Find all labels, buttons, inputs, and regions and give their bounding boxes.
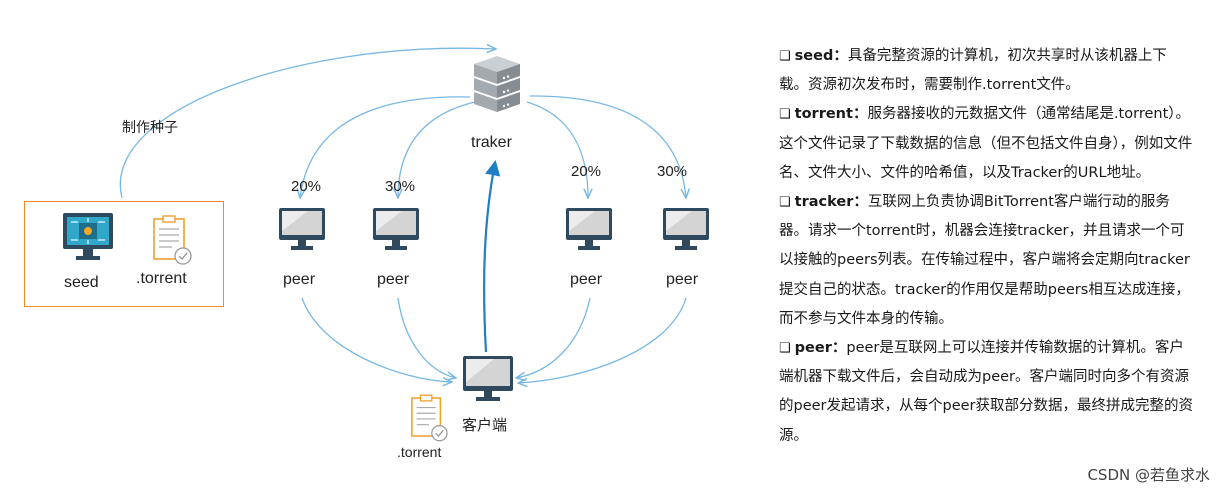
desc-term: seed <box>794 48 834 64</box>
peer-4-percent: 30% <box>657 163 688 180</box>
arrow-peer3-to-client <box>516 297 591 378</box>
peer-1-percent: 20% <box>291 178 322 195</box>
desc-term: tracker <box>794 194 854 211</box>
torrent-label-client: .torrent <box>397 444 442 460</box>
client-label: 客户端 <box>462 416 508 434</box>
arrow-tracker-to-peer4 <box>529 95 686 198</box>
peer-3-percent: 20% <box>571 163 602 180</box>
peer-1-label: peer <box>283 271 316 288</box>
document-check-icon <box>411 394 448 442</box>
peer-3-label: peer <box>570 271 603 288</box>
desc-item-seed: ❑seed：具备完整资源的计算机，初次共享时从该机器上下载。资源初次发布时，需要… <box>779 42 1194 100</box>
circuit-monitor-icon <box>63 213 113 260</box>
square-bullet-icon: ❑ <box>779 107 791 123</box>
watermark: CSDN @若鱼求水 <box>1087 466 1210 484</box>
desc-text: 具备完整资源的计算机，初次共享时从该机器上下载。资源初次发布时，需要制作.tor… <box>779 48 1167 94</box>
peer-2-label: peer <box>377 271 410 288</box>
make-seed-label: 制作种子 <box>122 120 178 136</box>
monitor-icon <box>463 356 513 401</box>
arrow-seed-to-tracker <box>119 48 496 199</box>
desc-item-tracker: ❑tracker：互联网上负责协调BitTorrent客户端行动的服务器。请求一… <box>779 188 1194 334</box>
seed-box <box>24 201 224 307</box>
torrent-label-seed: .torrent <box>136 270 187 287</box>
peer-2-percent: 30% <box>385 178 416 195</box>
desc-text: 互联网上负责协调BitTorrent客户端行动的服务器。请求一个torrent时… <box>779 194 1190 327</box>
monitor-icon <box>566 208 612 250</box>
arrow-peer1-to-client <box>301 297 452 382</box>
arrow-peer4-to-client <box>518 297 687 383</box>
desc-term: torrent <box>794 106 853 123</box>
desc-colon: ： <box>833 48 848 64</box>
desc-colon: ： <box>831 340 847 357</box>
seed-label: seed <box>64 274 99 291</box>
square-bullet-icon: ❑ <box>779 49 791 64</box>
tracker-label: traker <box>471 134 512 151</box>
description-list: ❑seed：具备完整资源的计算机，初次共享时从该机器上下载。资源初次发布时，需要… <box>779 42 1194 451</box>
desc-colon: ： <box>853 194 868 211</box>
document-check-icon <box>153 215 192 265</box>
monitor-icon <box>373 208 419 250</box>
monitor-icon <box>663 208 709 250</box>
arrow-tracker-to-peer2 <box>398 101 476 198</box>
monitor-icon <box>279 208 325 250</box>
peer-4-label: peer <box>666 271 699 288</box>
desc-term: peer <box>794 340 832 357</box>
bittorrent-diagram: traker 制作种子 seed .torrent 20% peer 30% <box>24 0 760 499</box>
desc-text: 服务器接收的元数据文件（通常结尾是.torrent）。这个文件记录了下载数据的信… <box>779 106 1193 181</box>
square-bullet-icon: ❑ <box>779 195 791 211</box>
desc-item-torrent: ❑torrent：服务器接收的元数据文件（通常结尾是.torrent）。这个文件… <box>779 100 1194 188</box>
arrow-peer2-to-client <box>397 297 456 378</box>
square-bullet-icon: ❑ <box>779 341 791 357</box>
server-stack-icon <box>474 56 520 112</box>
desc-item-peer: ❑peer：peer是互联网上可以连接并传输数据的计算机。客户端机器下载文件后，… <box>779 334 1194 451</box>
connection-arrows <box>119 0 760 499</box>
arrow-client-to-tracker <box>483 159 501 353</box>
desc-colon: ： <box>852 106 868 123</box>
desc-text: peer是互联网上可以连接并传输数据的计算机。客户端机器下载文件后，会自动成为p… <box>779 340 1194 444</box>
arrow-tracker-to-peer1 <box>300 96 471 198</box>
arrow-tracker-to-peer3 <box>526 101 588 198</box>
